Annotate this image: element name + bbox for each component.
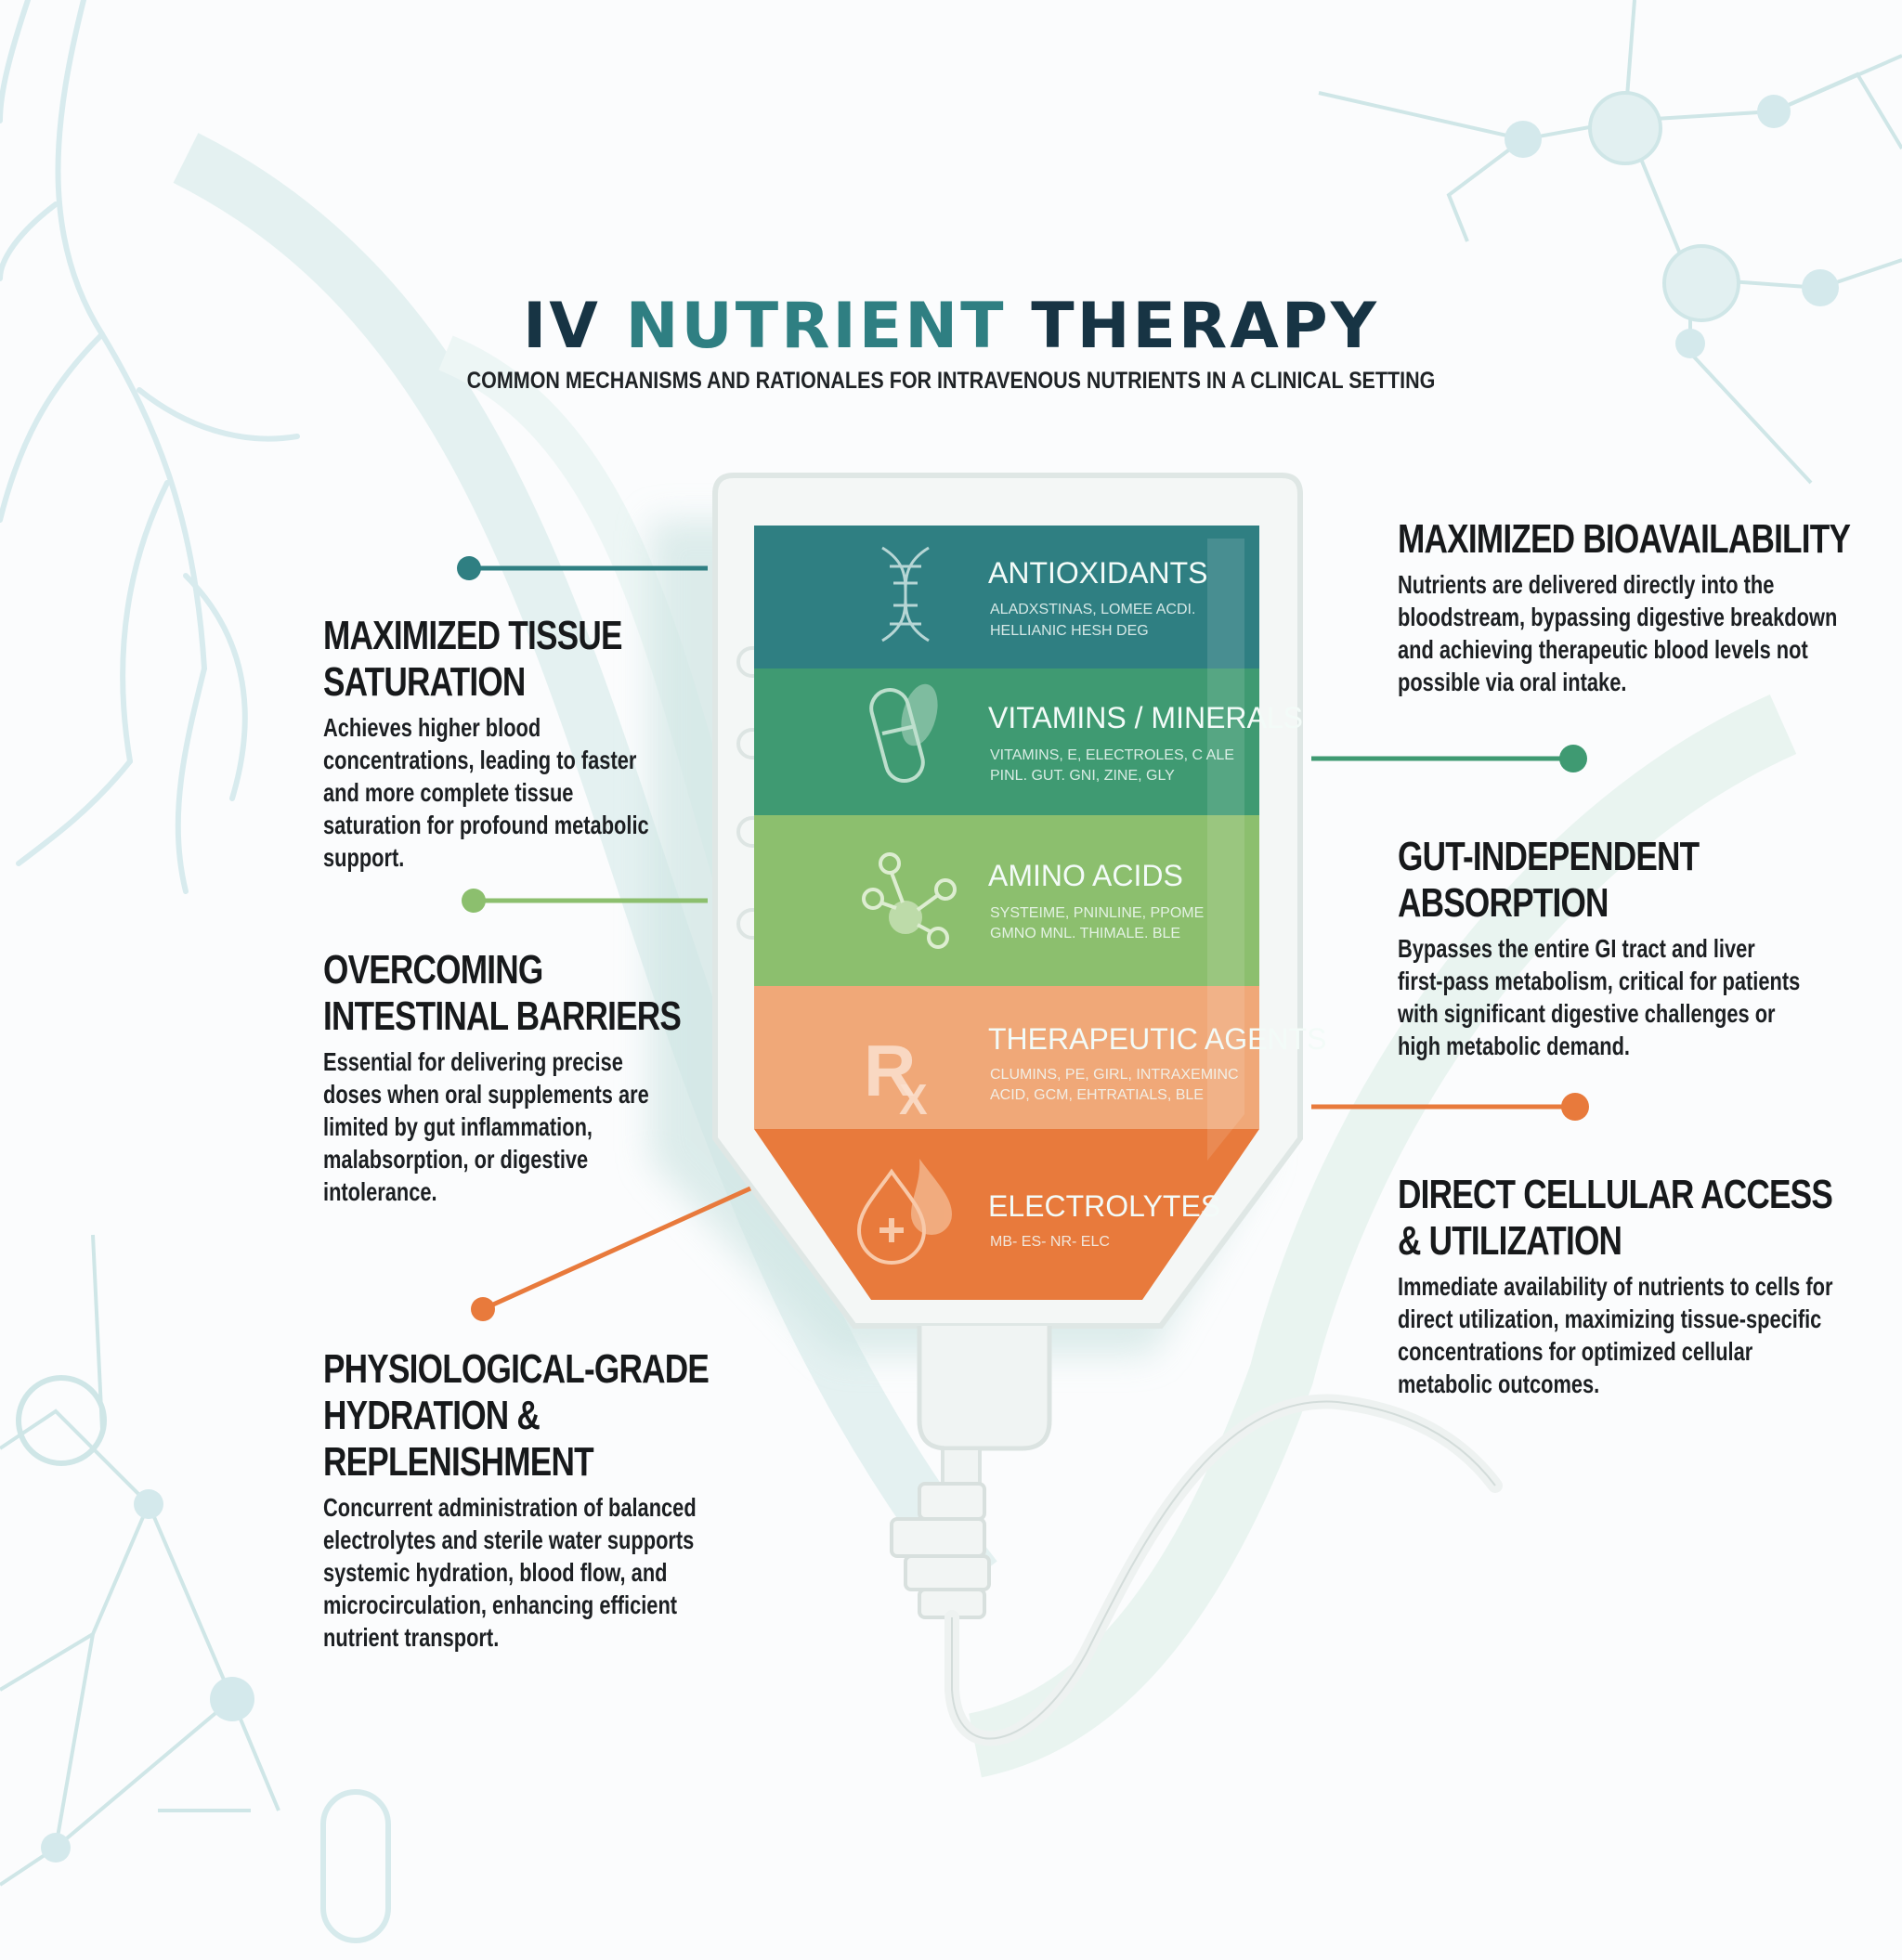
block-heading: OVERCOMING INTESTINAL BARRIERS: [323, 947, 682, 1039]
capsule-icon: [869, 683, 938, 783]
layer-line: GMNO MNL. THIMALE. BLE: [990, 926, 1180, 941]
layer-line: PINL. GUT. GNI, ZINE, GLY: [990, 768, 1175, 784]
layer-title: ANTIOXIDANTS: [988, 556, 1207, 590]
block-tissue-saturation: MAXIMIZED TISSUE SATURATION Achieves hig…: [323, 613, 676, 874]
bag-layer-electrolytes: ELECTROLYTES MB- ES- NR- ELC: [988, 1189, 1220, 1250]
svg-text:X: X: [899, 1075, 928, 1123]
block-heading: MAXIMIZED TISSUE SATURATION: [323, 613, 622, 705]
block-cellular-access: DIRECT CELLULAR ACCESS & UTILIZATION Imm…: [1398, 1172, 1834, 1400]
rx-icon: R: [864, 1030, 916, 1111]
layer-antioxidants: [754, 526, 1259, 668]
layer-line: ACID, GCM, EHTRATIALS, BLE: [990, 1087, 1204, 1103]
bag-layer-antioxidants: ANTIOXIDANTS ALADXSTINAS, LOMEE ACDI. HE…: [988, 556, 1207, 639]
layer-line: HELLIANIC HESH DEG: [990, 623, 1149, 639]
page-subtitle: COMMON MECHANISMS AND RATIONALES FOR INT…: [466, 368, 1436, 394]
connector-dots: [457, 556, 1589, 1321]
block-gut-independent: GUT-INDEPENDENT ABSORPTION Bypasses the …: [1398, 834, 1806, 1062]
layer-line: VITAMINS, E, ELECTROLES, C ALE: [990, 747, 1234, 763]
layer-line: ALADXSTINAS, LOMEE ACDI.: [990, 602, 1195, 617]
layer-line: CLUMINS, PE, GIRL, INTRAXEMINC: [990, 1067, 1239, 1083]
layer-title: VITAMINS / MINERALS: [988, 701, 1303, 734]
block-body: Bypasses the entire GI tract and liver f…: [1398, 934, 1801, 1060]
block-body: Achieves higher blood concentrations, le…: [323, 713, 649, 872]
bag-layer-therapeutic: THERAPEUTIC AGENTS CLUMINS, PE, GIRL, IN…: [988, 1022, 1327, 1103]
block-heading: MAXIMIZED BIOAVAILABILITY: [1398, 516, 1851, 562]
layer-title: AMINO ACIDS: [988, 859, 1183, 892]
bag-port: [917, 1326, 1052, 1451]
iv-tubing: [944, 1394, 1503, 1746]
connector-lines: [469, 565, 1575, 1312]
block-body: Nutrients are delivered directly into th…: [1398, 570, 1838, 696]
layer-line: MB- ES- NR- ELC: [990, 1234, 1110, 1250]
block-hydration: PHYSIOLOGICAL-GRADE HYDRATION & REPLENIS…: [323, 1346, 732, 1654]
dna-icon: [881, 546, 930, 643]
layer-title: ELECTROLYTES: [988, 1189, 1220, 1223]
block-intestinal-barriers: OVERCOMING INTESTINAL BARRIERS Essential…: [323, 947, 685, 1208]
layer-therapeutic: [754, 986, 1259, 1129]
molecule-icon: [862, 852, 957, 949]
droplet-icon: [856, 1159, 952, 1265]
block-heading: GUT-INDEPENDENT ABSORPTION: [1398, 834, 1700, 926]
block-bioavailability: MAXIMIZED BIOAVAILABILITY Nutrients are …: [1398, 516, 1862, 698]
block-body: Concurrent administration of balanced el…: [323, 1493, 697, 1652]
layer-amino: [754, 815, 1259, 986]
tube-connector: [890, 1482, 991, 1619]
page-title: IV NUTRIENT THERAPY: [522, 290, 1380, 363]
block-heading: DIRECT CELLULAR ACCESS & UTILIZATION: [1398, 1172, 1833, 1264]
layer-vitamins: [754, 668, 1259, 815]
block-body: Essential for delivering precise doses w…: [323, 1047, 649, 1206]
block-heading: PHYSIOLOGICAL-GRADE HYDRATION & REPLENIS…: [323, 1346, 710, 1485]
block-body: Immediate availability of nutrients to c…: [1398, 1272, 1833, 1398]
layer-title: THERAPEUTIC AGENTS: [988, 1022, 1327, 1056]
layer-line: SYSTEIME, PNINLINE, PPOME: [990, 905, 1204, 921]
bag-layer-amino: AMINO ACIDS SYSTEIME, PNINLINE, PPOME GM…: [988, 859, 1204, 941]
bag-layer-vitamins: VITAMINS / MINERALS VITAMINS, E, ELECTRO…: [988, 701, 1303, 784]
